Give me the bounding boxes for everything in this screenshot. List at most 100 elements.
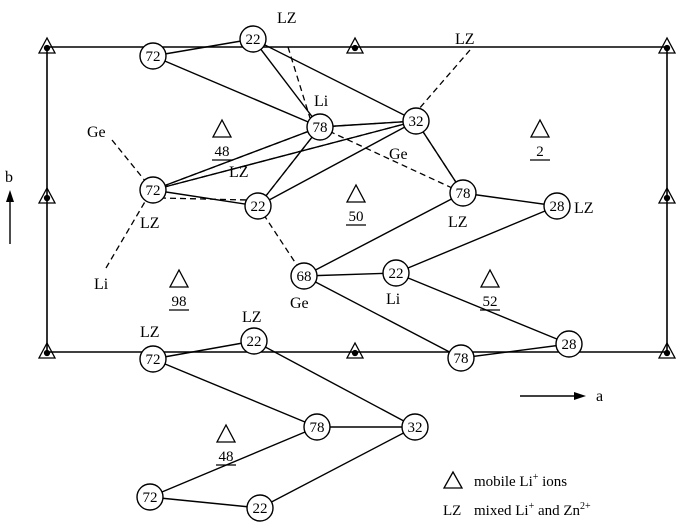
mobile-site-triangle-icon [168,268,190,288]
label-ge-mid: Ge [389,146,408,163]
mobile-site-triangle-icon [479,268,501,288]
solid-bond-n22d-n32b [253,340,416,428]
edge-site-triangle-icon [37,186,57,204]
atom-site-label: 78 [310,420,325,436]
solid-bond-n78b-n28a [462,192,558,207]
solid-bond-n72b-n22b [152,189,259,207]
mobile-site-m52: 52 [479,268,501,311]
atom-site-n22e: 22 [246,494,274,522]
edge-site-triangle-icon [37,36,57,54]
mobile-site-number: 48 [215,144,230,160]
atom-circle [306,113,334,141]
legend-mixed-text: mixed Li+ and Zn2+ [474,501,591,519]
label-ge-68: Ge [290,295,309,312]
solid-bond-n72a-n22a [152,38,254,57]
atom-site-n78d: 78 [303,413,331,441]
mobile-site-triangle-icon [211,118,233,138]
edge-site-triangle-icon [345,341,365,359]
solid-bond-n78a-n32a [319,120,417,128]
atom-circle [136,483,164,511]
atom-site-label: 72 [146,183,161,199]
atom-circle [139,42,167,70]
solid-bond-n78b-n68 [303,192,464,277]
atom-site-n78b: 78 [449,179,477,207]
edge-site-triangle-icon [657,36,677,54]
label-top-lz: LZ [277,10,297,27]
atom-circle [402,107,430,135]
solid-bond-n72d-n22e [149,496,261,509]
mobile-site-number: 52 [483,294,498,310]
solid-bond-n32b-n22e [259,426,416,509]
solid-bond-n32a-n22b [257,120,417,207]
atom-site-n22a: 22 [239,25,267,53]
solid-bond-edges [149,38,570,509]
solid-bond-n22a-n32a [252,38,417,122]
atom-site-label: 72 [143,490,158,506]
mobile-site-m2: 2 [529,118,551,161]
atom-circle [447,344,475,372]
atom-circle [290,262,318,290]
atom-site-n32a: 32 [402,107,430,135]
leader-lz-72b [159,197,249,201]
legend-mobile-text: mobile Li+ ions [474,472,567,490]
mobile-site-number: 2 [536,144,544,160]
mobile-site-m48a: 48 [211,118,233,161]
a-axis-arrow-icon [520,392,586,400]
mobile-site-m48b: 48 [215,423,237,466]
label-li-upper: Li [314,93,329,110]
leader-ge-left [111,139,147,183]
a-axis-label: a [596,388,603,405]
label-lz-78b: LZ [448,214,468,231]
mobile-site-number: 48 [219,449,234,465]
solid-bond-n78c-n28b [460,343,570,359]
atom-site-n72b: 72 [139,176,167,204]
atom-site-n78a: 78 [306,113,334,141]
label-li-left: Li [94,276,109,293]
label-lz-left: LZ [140,215,160,232]
solid-bond-n32a-n72b [152,120,417,191]
atom-site-n22b: 22 [244,192,272,220]
atom-circle [239,25,267,53]
atom-circle [449,179,477,207]
edge-site-triangle-icon [37,341,57,359]
solid-bond-n72a-n78a [152,55,321,128]
atom-site-n72c: 72 [139,345,167,373]
atom-site-n28a: 28 [543,192,571,220]
atom-circle [240,327,268,355]
atom-circle [244,192,272,220]
atom-circle [139,176,167,204]
atom-circle [139,345,167,373]
edge-site-triangle-icon [657,186,677,204]
atom-site-n22d: 22 [240,327,268,355]
mobile-site-number: 50 [349,209,364,225]
dashed-bond-edges [152,120,464,277]
label-leader-lines [105,46,471,269]
atom-circle [401,413,429,441]
solid-bond-n78a-n72b [152,126,321,191]
solid-bond-n68-n78c [303,275,462,359]
b-axis-arrow-icon [6,190,14,244]
atom-circle [555,330,583,358]
atom-site-label: 78 [313,120,328,136]
edge-site-triangle-icon [345,36,365,54]
atom-circle [246,494,274,522]
atom-site-label: 78 [454,351,469,367]
legend-lz-key: LZ [443,503,461,519]
mobile-site-m50: 50 [345,183,367,226]
leader-top-right-lz [417,49,471,111]
label-lz-22d: LZ [242,309,262,326]
mobile-site-triangle-icon [529,118,551,138]
mobile-site-triangle-icon [215,423,237,443]
mobile-li-sites: 48 2 50 98 52 48 [168,118,551,466]
solid-bond-n22c-n28a [395,205,558,274]
atom-circle [543,192,571,220]
mobile-site-m98: 98 [168,268,190,311]
atom-site-label: 22 [251,199,266,215]
atom-site-n78c: 78 [447,344,475,372]
solid-bond-n78a-n22b [257,126,321,207]
dashed-bond-n78a-n78b [319,126,464,194]
solid-bond-n22a-n78a [252,38,321,128]
atom-site-label: 72 [146,352,161,368]
